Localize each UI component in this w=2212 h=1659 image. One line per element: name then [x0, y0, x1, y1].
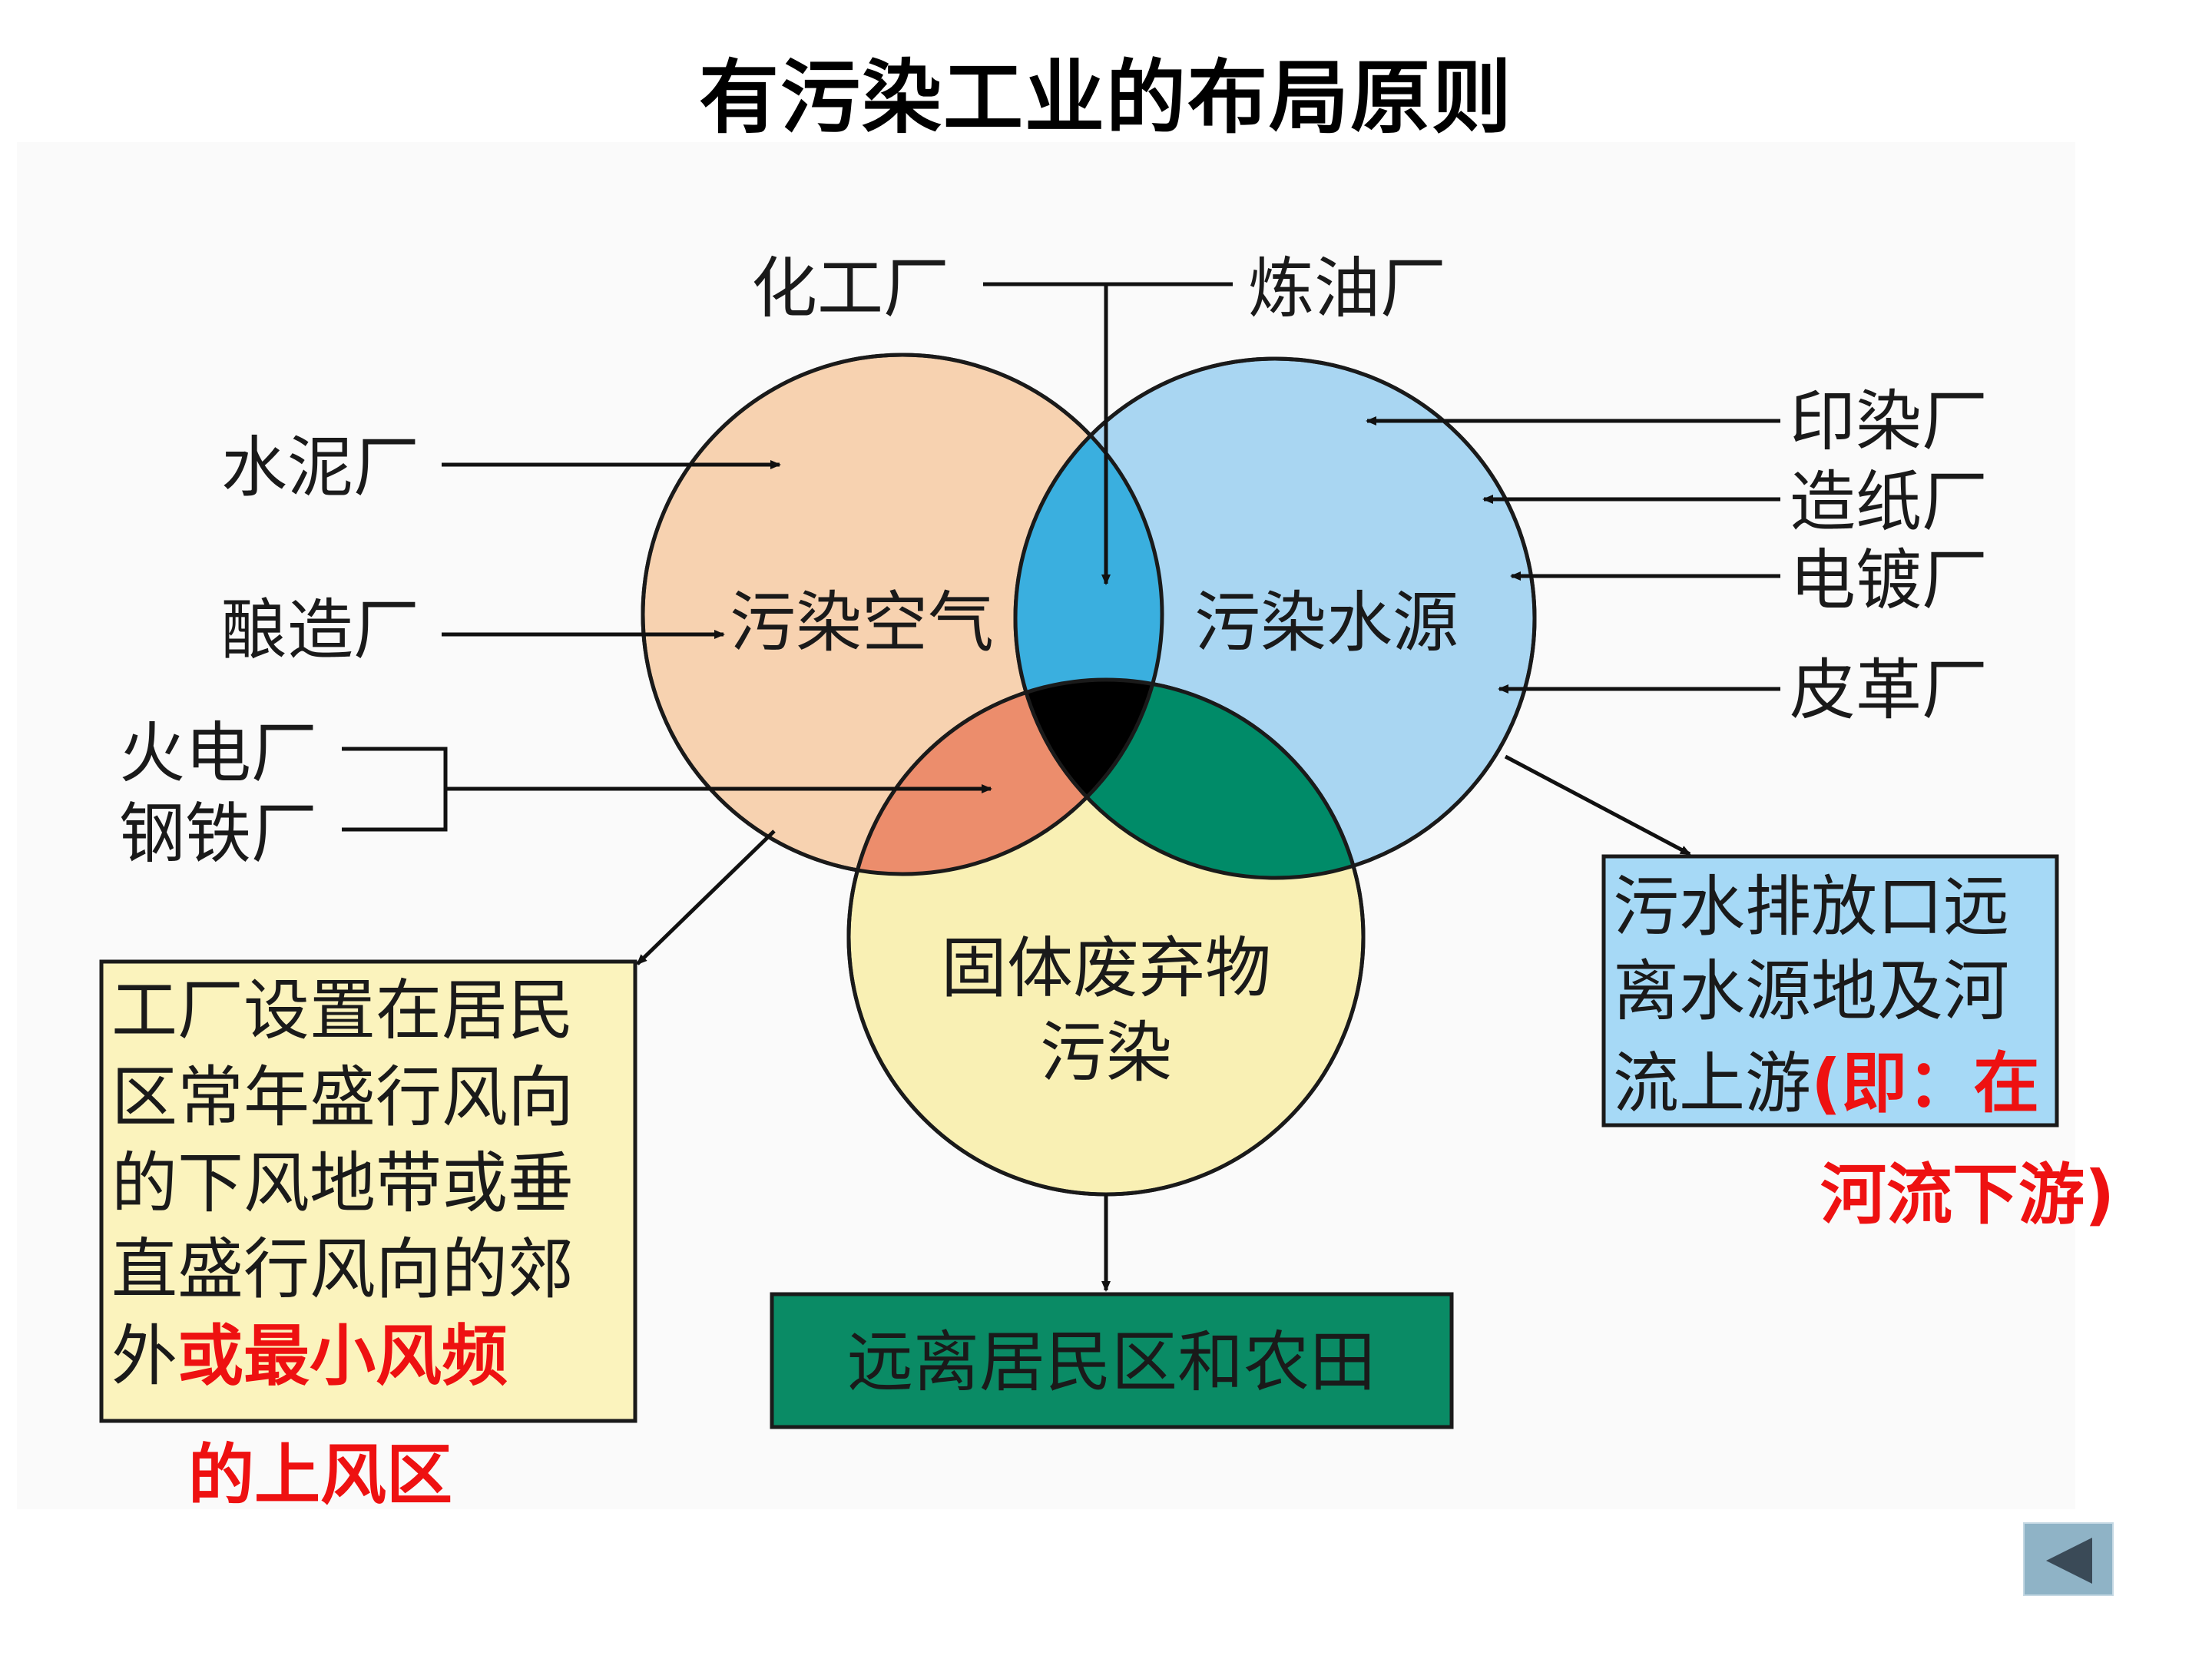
right-box-line-1: 污水排放口远 — [1613, 869, 2009, 945]
left-box-line-1: 工厂设置在居民 — [111, 972, 574, 1049]
air-solid-overlap — [849, 680, 1162, 874]
left-box-line-3: 的下风地带或垂 — [111, 1145, 574, 1222]
left-box-red-highlight-1: 或最小风频 — [177, 1318, 508, 1395]
right-box-line-3-start: 流上游 — [1613, 1045, 1811, 1122]
bottom-box-text: 远离居民区和农田 — [847, 1324, 1376, 1401]
back-button[interactable] — [2023, 1522, 2114, 1596]
right-principle-box — [1601, 854, 2059, 1128]
air-to-left-box-arrow — [636, 830, 776, 965]
right-box-line-3: 流上游(即：在 — [1613, 1045, 2039, 1122]
water-to-right-box-arrow — [1504, 754, 1691, 856]
cement-plant-label: 水泥厂 — [221, 429, 419, 506]
water-pollution-label: 污染水源 — [1194, 584, 1459, 661]
plating-plant-label: 电镀厂 — [1790, 542, 1988, 619]
right-box-red-highlight-2: 河流下游) — [1820, 1157, 2114, 1233]
right-box-line-2: 离水源地及河 — [1613, 953, 2009, 1030]
left-triangle-icon — [2046, 1538, 2092, 1584]
left-box-line-2: 区常年盛行风向 — [111, 1059, 574, 1136]
chemical-plant-label: 化工厂 — [751, 250, 949, 327]
power-plant-label: 火电厂 — [119, 715, 317, 792]
left-box-line-5-start: 外 — [111, 1318, 177, 1395]
page-title: 有污染工业的布局原则 — [698, 51, 1513, 144]
dyeing-plant-label: 印染厂 — [1790, 383, 1988, 460]
air-pollution-label: 污染空气 — [730, 584, 994, 661]
brewery-label: 酿造厂 — [221, 592, 419, 669]
left-principle-box — [99, 959, 637, 1423]
paper-mill-label: 造纸厂 — [1790, 464, 1988, 541]
refinery-label: 炼油厂 — [1248, 250, 1446, 327]
leather-plant-label: 皮革厂 — [1790, 652, 1988, 729]
right-box-red-highlight-1: (即：在 — [1811, 1045, 2039, 1122]
water-solid-overlap — [1015, 680, 1363, 878]
solid-waste-label-line2: 污染 — [1040, 1015, 1172, 1091]
solid-waste-label-line1: 固体废弃物 — [941, 930, 1271, 1007]
left-box-line-4: 直盛行风向的郊 — [111, 1231, 574, 1308]
steel-plant-label: 钢铁厂 — [119, 796, 317, 873]
left-box-red-highlight-2: 的上风区 — [188, 1437, 452, 1514]
bottom-principle-box — [770, 1292, 1454, 1429]
left-box-line-5: 外或最小风频 — [111, 1318, 508, 1395]
